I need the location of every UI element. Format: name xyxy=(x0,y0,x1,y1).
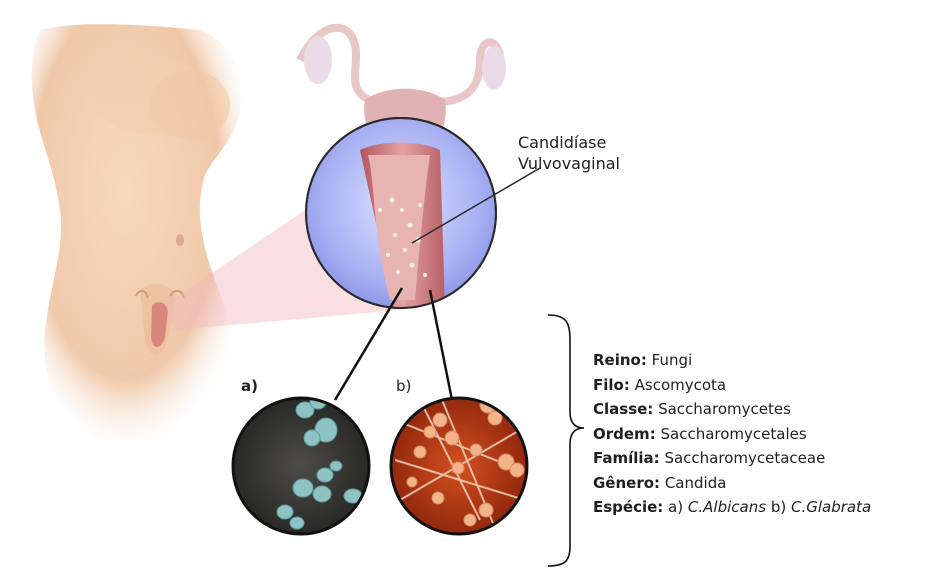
reino-key: Reino: xyxy=(593,351,647,369)
ordem-value: Saccharomycetales xyxy=(660,425,806,443)
taxonomy-row-genero: Gênero: Candida xyxy=(593,471,871,496)
filo-value: Ascomycota xyxy=(635,376,727,394)
especie-key: Espécie: xyxy=(593,498,663,516)
magnified-vagina-circle xyxy=(306,118,496,310)
taxonomy-row-classe: Classe: Saccharomycetes xyxy=(593,397,871,422)
taxonomy-brace xyxy=(548,315,584,566)
reino-value: Fungi xyxy=(652,351,693,369)
micrograph-b xyxy=(391,395,527,540)
connector-b xyxy=(430,290,452,400)
classe-key: Classe: xyxy=(593,400,653,418)
especie-a-name: C.Albicans xyxy=(688,498,766,516)
genero-key: Gênero: xyxy=(593,474,660,492)
panel-b-label: b) xyxy=(396,377,411,395)
taxonomy-row-familia: Família: Saccharomycetaceae xyxy=(593,446,871,471)
especie-b-name: C.Glabrata xyxy=(791,498,871,516)
taxonomy-row-reino: Reino: Fungi xyxy=(593,348,871,373)
condition-label-line1: Candidíase xyxy=(518,132,620,153)
condition-label: Candidíase Vulvovaginal xyxy=(518,132,620,174)
condition-label-line2: Vulvovaginal xyxy=(518,153,620,174)
torso-figure xyxy=(32,24,241,440)
familia-key: Família: xyxy=(593,449,660,467)
especie-a-marker: a) xyxy=(668,498,683,516)
ordem-key: Ordem: xyxy=(593,425,656,443)
taxonomy-row-especie: Espécie: a) C.Albicans b) C.Glabrata xyxy=(593,495,871,520)
especie-b-marker: b) xyxy=(771,498,786,516)
taxonomy-list: Reino: Fungi Filo: Ascomycota Classe: Sa… xyxy=(593,348,871,520)
familia-value: Saccharomycetaceae xyxy=(664,449,825,467)
micrograph-a xyxy=(233,395,369,534)
genero-value: Candida xyxy=(665,474,727,492)
taxonomy-row-ordem: Ordem: Saccharomycetales xyxy=(593,422,871,447)
filo-key: Filo: xyxy=(593,376,630,394)
panel-a-label: a) xyxy=(241,377,258,395)
taxonomy-row-filo: Filo: Ascomycota xyxy=(593,373,871,398)
classe-value: Saccharomycetes xyxy=(658,400,791,418)
